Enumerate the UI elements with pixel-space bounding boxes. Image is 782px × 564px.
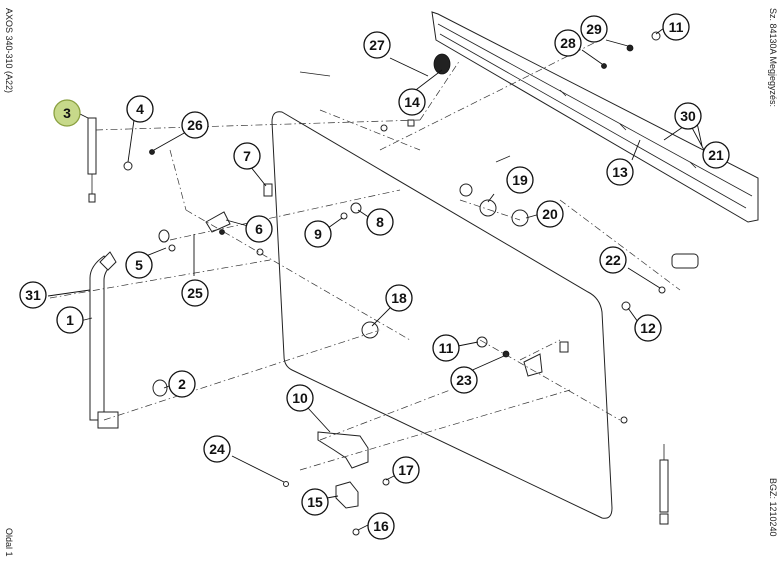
svg-text:17: 17 [398,462,414,478]
callout-24: 24 [203,435,231,463]
svg-text:3: 3 [63,105,71,121]
callout-18: 18 [385,284,413,312]
gas-strut-right [659,444,669,525]
svg-text:21: 21 [708,147,724,163]
gas-strut-part-3 [87,117,97,203]
svg-text:18: 18 [391,290,407,306]
callout-11-top: 11 [662,13,690,41]
svg-text:7: 7 [243,148,251,164]
callout-7: 7 [233,142,261,170]
callout-13: 13 [606,158,634,186]
callout-15: 15 [301,488,329,516]
callout-5: 5 [125,251,153,279]
callout-8: 8 [366,208,394,236]
svg-text:13: 13 [612,164,628,180]
svg-text:25: 25 [187,285,203,301]
callout-27: 27 [363,31,391,59]
svg-text:15: 15 [307,494,323,510]
callout-12: 12 [634,314,662,342]
svg-text:4: 4 [136,101,144,117]
svg-text:9: 9 [314,226,322,242]
svg-text:5: 5 [135,257,143,273]
callout-25: 25 [181,279,209,307]
hardware-pieces [123,31,699,536]
callout-30: 30 [674,102,702,130]
callout-9: 9 [304,220,332,248]
clip-part-15 [335,481,359,509]
svg-text:29: 29 [586,21,602,37]
svg-text:22: 22 [605,252,621,268]
callout-22: 22 [599,246,627,274]
svg-text:26: 26 [187,117,203,133]
callout-10: 10 [286,384,314,412]
callout-1: 1 [56,306,84,334]
svg-text:14: 14 [404,94,420,110]
svg-text:20: 20 [542,206,558,222]
assembly-lines [49,39,681,471]
svg-text:24: 24 [209,441,225,457]
callout-31: 31 [19,281,47,309]
svg-text:11: 11 [439,340,454,356]
svg-text:28: 28 [560,35,576,51]
callout-23: 23 [450,366,478,394]
svg-text:1: 1 [66,312,74,328]
callout-14: 14 [398,88,426,116]
callout-17: 17 [392,456,420,484]
callout-29: 29 [580,15,608,43]
svg-text:6: 6 [255,221,263,237]
svg-text:10: 10 [292,390,308,406]
rail-part-13 [431,11,759,223]
svg-text:11: 11 [669,19,684,35]
svg-text:19: 19 [512,172,528,188]
callout-21: 21 [702,141,730,169]
svg-text:30: 30 [680,108,696,124]
svg-text:8: 8 [376,214,384,230]
svg-text:12: 12 [640,320,656,336]
callout-16: 16 [367,512,395,540]
callout-2: 2 [168,370,196,398]
callout-28: 28 [554,29,582,57]
svg-text:2: 2 [178,376,186,392]
svg-text:27: 27 [369,37,385,53]
callout-26: 26 [181,111,209,139]
main-panel [271,111,613,519]
callout-6: 6 [245,215,273,243]
bracket-part-10 [317,431,369,469]
svg-text:31: 31 [25,287,41,303]
callout-3: 3 [53,99,81,127]
callout-4: 4 [126,95,154,123]
callout-20: 20 [536,200,564,228]
svg-text:16: 16 [373,518,389,534]
callout-11-mid: 11 [432,334,460,362]
svg-text:23: 23 [456,372,472,388]
handle-part-1 [89,251,119,429]
callout-19: 19 [506,166,534,194]
